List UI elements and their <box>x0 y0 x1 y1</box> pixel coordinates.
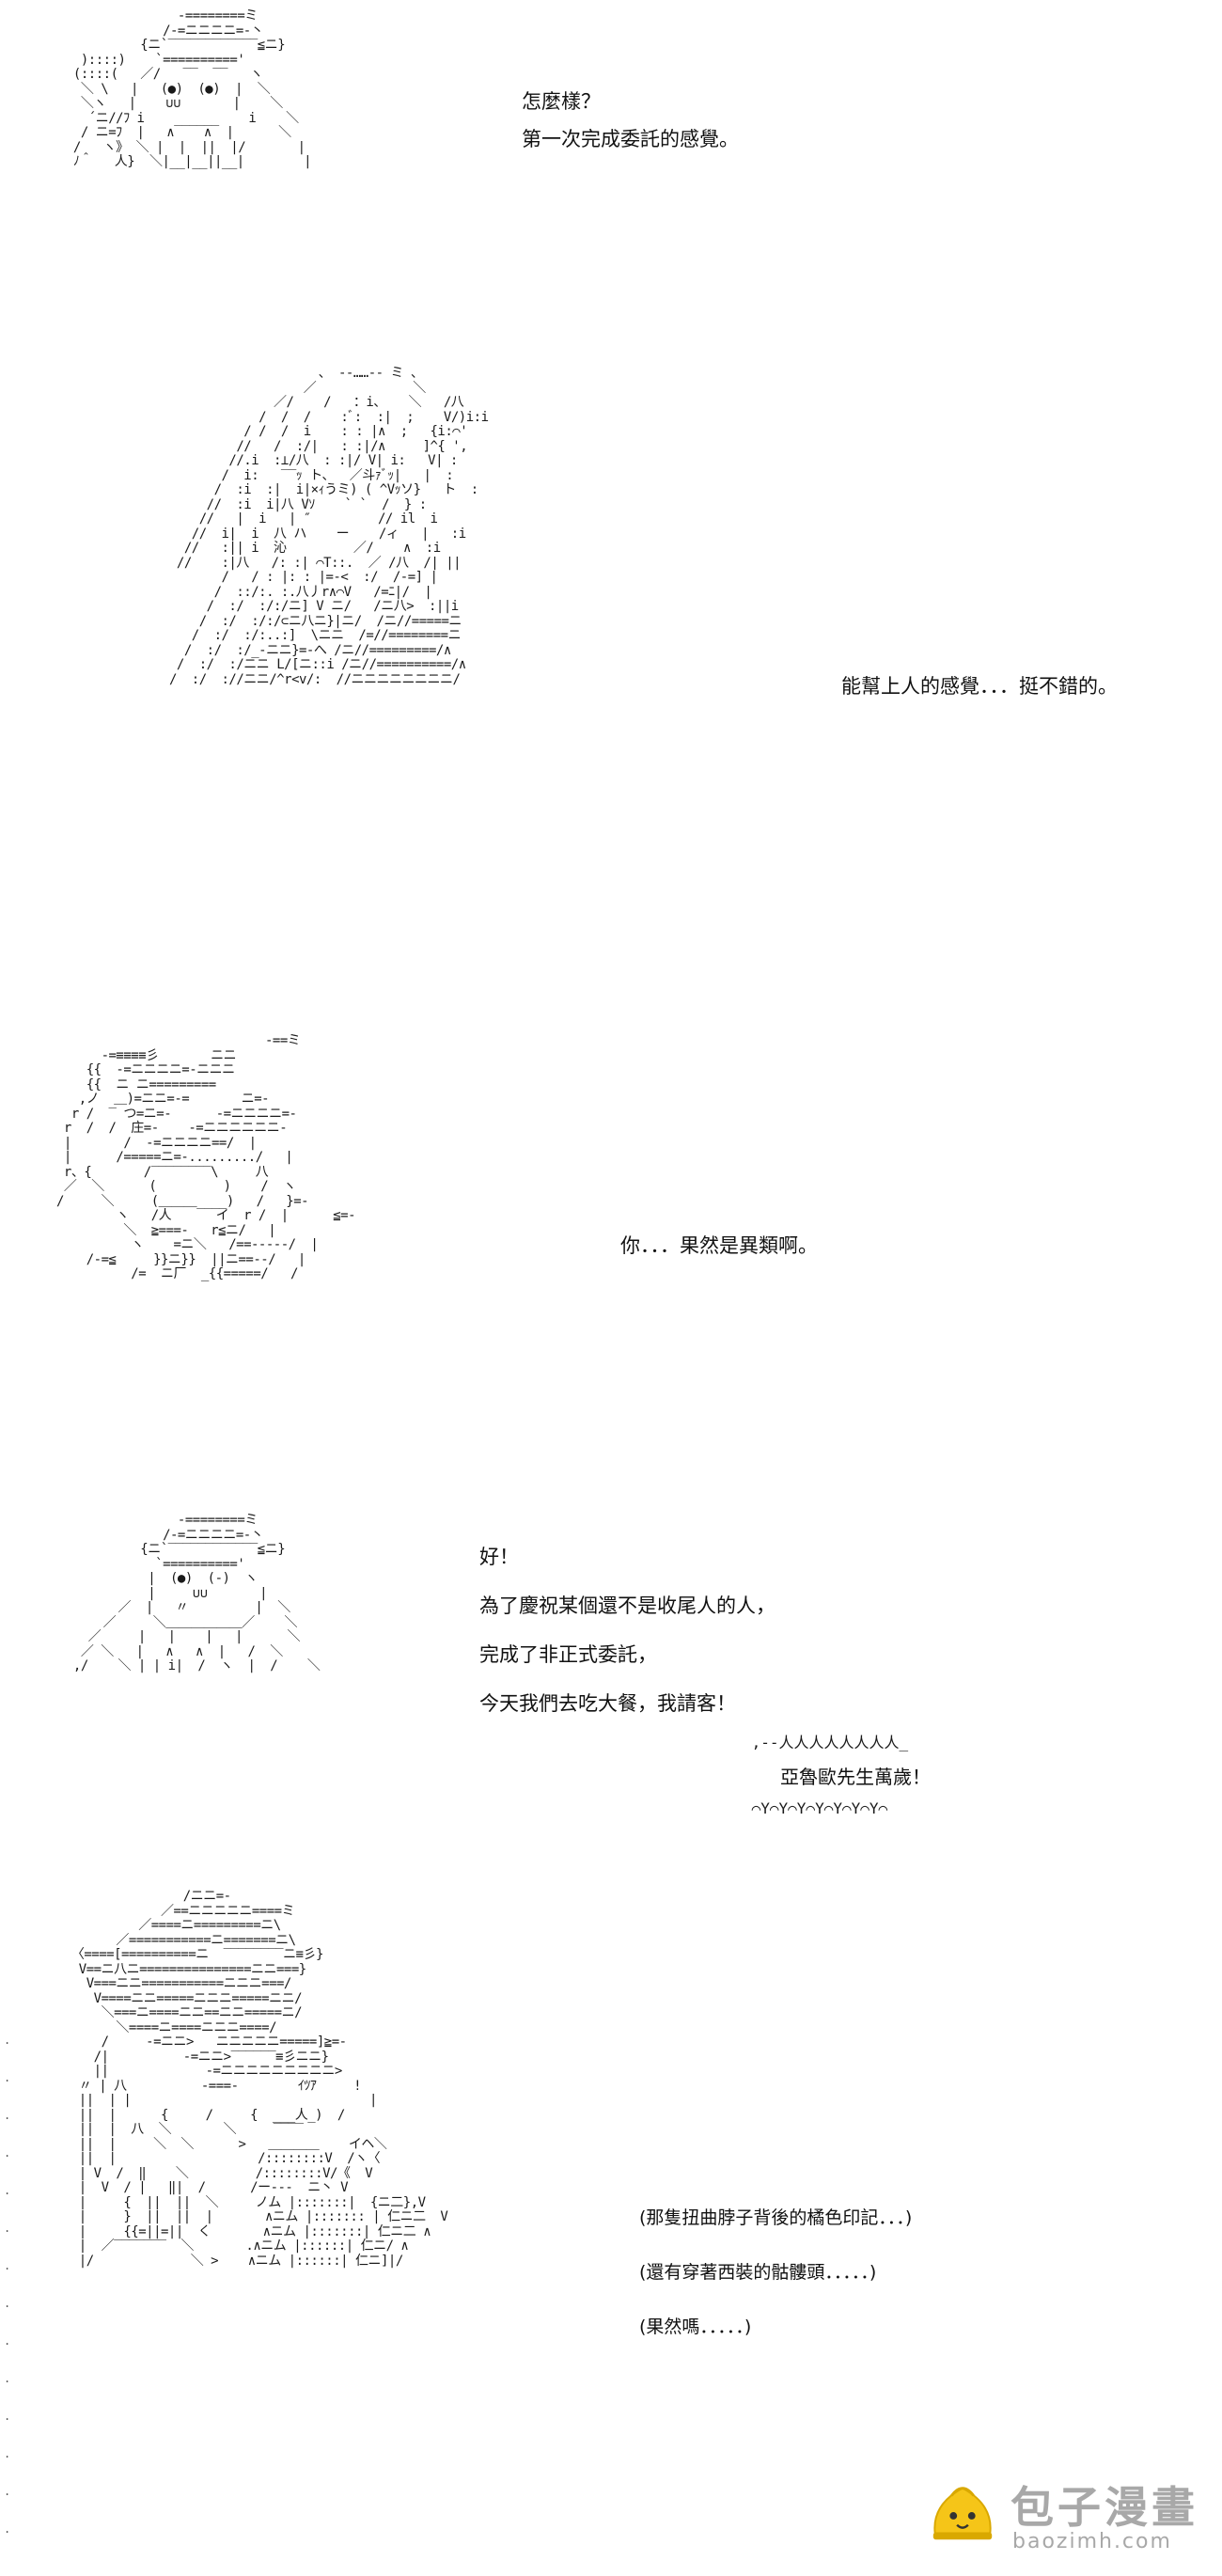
ascii-art-character: -========ミ /-=ニニニニ=-丶 {ニ`‾‾‾‾‾‾‾‾‾‾‾‾≦ニ}… <box>72 8 312 169</box>
dialogue-text: 能幫上人的感覺．．．挺不錯的。 <box>841 668 1118 705</box>
dialogue-text: (那隻扭曲脖子背後的橘色印記．．．) (還有穿著西裝的骷髏頭．．．．．) (果然… <box>639 2191 912 2354</box>
watermark: 包子漫畫 baozimh.com <box>926 2468 1208 2562</box>
ascii-art-character: -==ミ -=≡≡≡≡彡 ニニ {{ -=ニニニニ=-ニニニ {{ ニ ニ===… <box>56 1033 356 1281</box>
watermark-url: baozimh.com <box>1012 2530 1172 2553</box>
panel-3: -==ミ -=≡≡≡≡彡 ニニ {{ -=ニニニニ=-ニニニ {{ ニ ニ===… <box>0 1015 1222 1495</box>
dialogue-line: 第一次完成委託的感覺。 <box>522 128 739 150</box>
ascii-art-character: /ニニ=- ／==ニニニニニ====ミ ／====ニ=========ニ\ ／=… <box>70 1889 448 2269</box>
panel-5: /ニニ=- ／==ニニニニニ====ミ ／====ニ=========ニ\ ／=… <box>0 1880 1222 2576</box>
shout-bubble-bottom-edge: ⌒Y⌒Y⌒Y⌒Y⌒Y⌒Y⌒Y⌒ <box>743 1799 888 1817</box>
shout-bubble: ,-‐人人人人人人人人_ 亞魯歐先生萬歲！ ⌒Y⌒Y⌒Y⌒Y⌒Y⌒Y⌒Y⌒ <box>743 1730 968 1829</box>
ascii-art-character: -========ミ /-=ニニニニ=-丶 {ニ`‾‾‾‾‾‾‾‾‾‾‾‾≦ニ}… <box>72 1513 321 1673</box>
shout-text: 亞魯歐先生萬歲！ <box>780 1766 931 1788</box>
dialogue-line: (果然嗎．．．．．) <box>639 2317 752 2337</box>
dialogue-line: 為了慶祝某個還不是收尾人的人， <box>479 1594 776 1617</box>
panel-4: -========ミ /-=ニニニニ=-丶 {ニ`‾‾‾‾‾‾‾‾‾‾‾‾≦ニ}… <box>0 1495 1222 1880</box>
dialogue-line: (那隻扭曲脖子背後的橘色印記．．．) <box>639 2207 913 2228</box>
dialogue-line: 完成了非正式委託， <box>479 1643 657 1666</box>
bun-logo-icon <box>932 2487 993 2540</box>
watermark-title: 包子漫畫 <box>1010 2482 1198 2533</box>
dialogue-text: 怎麼樣？ 第一次完成委託的感覺。 <box>522 83 739 158</box>
ascii-art-character: 、 -‐……‐- ミ 、 ／ ＼ ／/ / ：i、 ＼ /八 / / / :ﾞ:… <box>169 366 489 687</box>
shout-bubble-top-edge: ,-‐人人人人人人人人_ <box>743 1734 909 1751</box>
dialogue-line: 好！ <box>479 1546 519 1568</box>
dialogue-text: 你．．．果然是異類啊。 <box>620 1227 818 1264</box>
panel-2: 、 -‐……‐- ミ 、 ／ ＼ ／/ / ：i、 ＼ /八 / / / :ﾞ:… <box>0 348 1222 1015</box>
panel-1: -========ミ /-=ニニニニ=-丶 {ニ`‾‾‾‾‾‾‾‾‾‾‾‾≦ニ}… <box>0 0 1222 348</box>
dialogue-line: 今天我們去吃大餐，我請客！ <box>479 1692 736 1715</box>
dialogue-line: 能幫上人的感覺．．．挺不錯的。 <box>841 675 1118 698</box>
dialogue-line: (還有穿著西裝的骷髏頭．．．．．) <box>639 2262 877 2283</box>
edge-dots: . . . . . . . . . . . . . . <box>4 2034 11 2536</box>
dialogue-text: 好！ 為了慶祝某個還不是收尾人的人， 完成了非正式委託， 今天我們去吃大餐，我請… <box>479 1532 776 1728</box>
dialogue-line: 你．．．果然是異類啊。 <box>620 1234 818 1257</box>
dialogue-line: 怎麼樣？ <box>522 90 601 113</box>
